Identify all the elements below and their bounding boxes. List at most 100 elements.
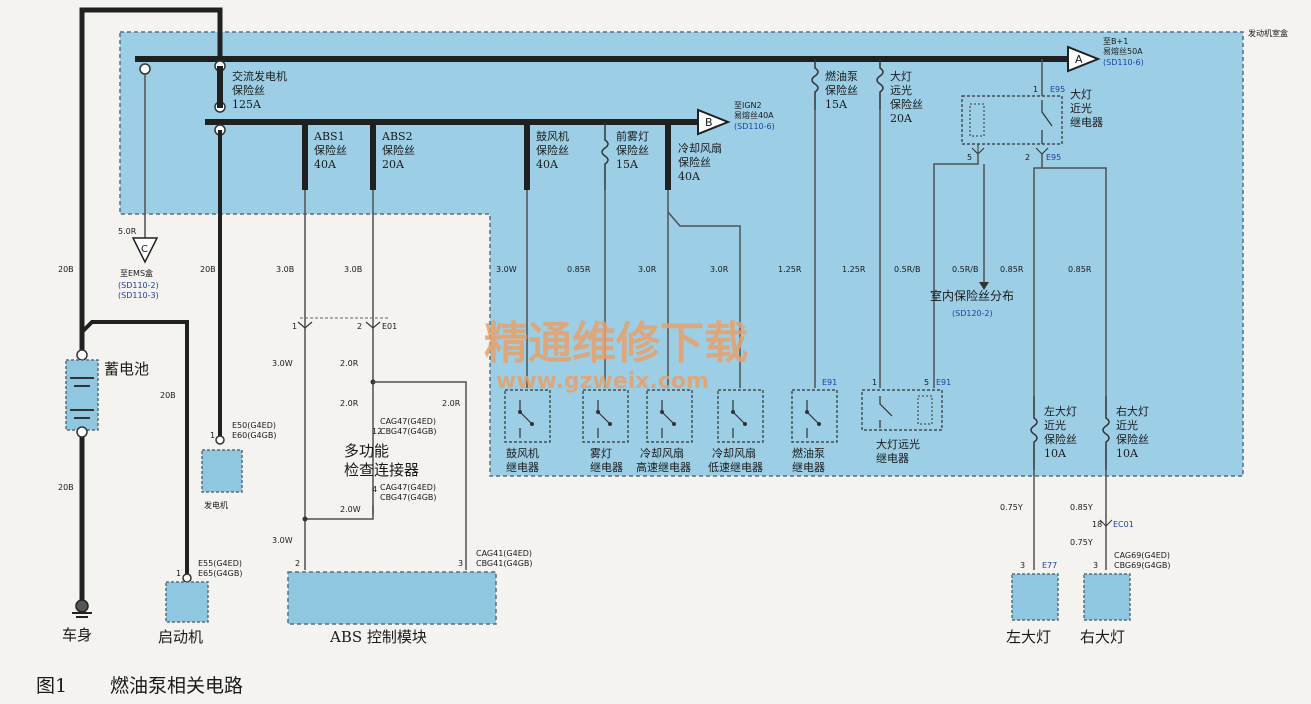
connector-name: E50(G4ED) xyxy=(232,421,276,430)
mfc-label: 多功能 xyxy=(344,442,389,460)
ground-icon xyxy=(75,599,89,613)
junction xyxy=(76,426,88,438)
relay-coil xyxy=(969,103,985,137)
junction xyxy=(139,63,151,75)
fuse-label: 10A xyxy=(1044,447,1067,460)
left-headlamp-box xyxy=(1011,573,1059,621)
blower-relay xyxy=(504,389,551,443)
connector-name: E65(G4GB) xyxy=(198,569,242,578)
mfc-label: 检查连接器 xyxy=(344,461,419,479)
relay-label: 继电器 xyxy=(506,461,539,474)
relay-label: 冷却风扇 xyxy=(712,446,756,460)
wire-label: 2.0W xyxy=(340,505,361,514)
wire-label: 3.0W xyxy=(272,536,293,545)
fuse-label: 10A xyxy=(1116,447,1139,460)
interior-arrow xyxy=(979,282,989,290)
wire-label: 0.85R xyxy=(567,265,591,274)
alternator-label: 发电机 xyxy=(204,500,228,510)
fuse-label: 保险丝 xyxy=(678,155,711,169)
fuse-label: 保险丝 xyxy=(616,143,649,157)
bus-b-title: 至IGN2 xyxy=(734,101,762,110)
fuse-label: 保险丝 xyxy=(536,143,569,157)
connector-name: CAG69(G4ED) xyxy=(1114,551,1170,560)
fuse-label: ABS1 xyxy=(313,130,345,143)
junction xyxy=(182,573,192,583)
relay-label: 继电器 xyxy=(1070,116,1103,129)
starter-box xyxy=(165,581,209,623)
wire-label: 3.0R xyxy=(638,265,657,274)
wire-label: 3.0W xyxy=(496,265,517,274)
wire-label: 0.85R xyxy=(1068,265,1092,274)
left-headlamp-label: 左大灯 xyxy=(1006,628,1051,646)
relay-label: 继电器 xyxy=(590,461,623,474)
connector-pin xyxy=(297,321,313,329)
relay-label: 冷却风扇 xyxy=(640,446,684,460)
fuse-label: 40A xyxy=(314,158,337,171)
fuse-label: 保险丝 xyxy=(1044,432,1077,446)
connector-name: E01 xyxy=(382,322,397,331)
mfc-wire xyxy=(305,505,374,520)
connector-name: E91 xyxy=(936,378,951,387)
wire-label: 3.0B xyxy=(276,265,294,274)
wire-label: 1.25R xyxy=(842,265,866,274)
connector-name: CBG47(G4GB) xyxy=(380,427,437,436)
abs-module-box xyxy=(287,571,497,625)
bus-b-subtitle: 易熔丝40A xyxy=(734,110,774,120)
left-low-wire xyxy=(1033,154,1043,396)
relay-label: 低速继电器 xyxy=(708,461,763,474)
wire-label: 2.0R xyxy=(340,399,359,408)
pin-label: 1 xyxy=(210,431,215,440)
junction-dot xyxy=(302,516,308,522)
wire-label: 20B xyxy=(200,265,216,274)
junction xyxy=(76,349,88,361)
bus-c-ref1: (SD110-2) xyxy=(118,281,159,290)
fuse-label: 大灯 xyxy=(890,69,912,83)
fuse-label: 125A xyxy=(232,98,262,111)
fan-high-relay xyxy=(646,389,693,443)
wire-label: 2.0R xyxy=(340,359,359,368)
fuse-label: 保险丝 xyxy=(825,83,858,97)
pin-label: 5 xyxy=(924,378,929,387)
bus-b-ref: (SD110-6) xyxy=(734,122,775,131)
fuse-label: 鼓风机 xyxy=(536,129,569,143)
fog-relay xyxy=(582,389,629,443)
connector-name: E77 xyxy=(1042,561,1057,570)
bus-a-arrow xyxy=(1067,45,1101,73)
fuse-label: 40A xyxy=(536,158,559,171)
connector-pin xyxy=(1099,519,1113,527)
fuse-label: 保险丝 xyxy=(382,143,415,157)
pin-label: 3 xyxy=(1093,561,1098,570)
figure-number: 图1 xyxy=(36,675,67,697)
starter-label: 启动机 xyxy=(158,628,203,646)
relay-label: 大灯远光 xyxy=(876,437,920,451)
wire-label: 1.25R xyxy=(778,265,802,274)
connector-name: E60(G4GB) xyxy=(232,431,276,440)
fuse-label: 左大灯 xyxy=(1044,404,1077,418)
fuse-label: 保险丝 xyxy=(232,83,265,97)
fuse-label: 保险丝 xyxy=(890,97,923,111)
fuel-pump-fuse xyxy=(811,59,819,110)
fuse-label: 近光 xyxy=(1044,418,1066,432)
relay-label: 大灯 xyxy=(1070,87,1092,101)
relay-label: 继电器 xyxy=(792,461,825,474)
bus-b-arrow xyxy=(697,108,731,136)
watermark-title: 精通维修下载 xyxy=(484,318,748,369)
battery-box xyxy=(65,359,99,431)
wire-label: 2.0R xyxy=(442,399,461,408)
interior-fuse-label: 室内保险丝分布 xyxy=(930,288,1014,303)
connector-name: E95 xyxy=(1050,85,1065,94)
pin-label: 1 xyxy=(1033,85,1038,94)
battery-label: 蓄电池 xyxy=(104,360,149,378)
fog-fuse xyxy=(601,122,609,190)
fan-low-relay xyxy=(717,389,764,443)
pin-label: 1 xyxy=(176,569,181,578)
relay-label: 高速继电器 xyxy=(636,460,691,474)
wire-label: 20B xyxy=(58,483,74,492)
wire-label: 20B xyxy=(160,391,176,400)
connector-name: E55(G4ED) xyxy=(198,559,242,568)
relay-label: 雾灯 xyxy=(590,447,612,460)
connector-name: CAG41(G4ED) xyxy=(476,549,532,558)
wire-label: 3.0B xyxy=(344,265,362,274)
pin-label: 3 xyxy=(458,559,463,568)
